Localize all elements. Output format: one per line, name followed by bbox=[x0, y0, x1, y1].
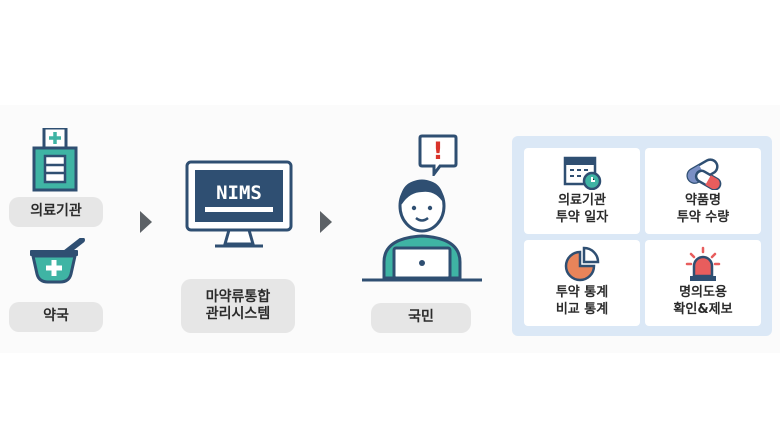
person-laptop-icon bbox=[362, 179, 482, 282]
mortar-pestle-icon bbox=[30, 238, 85, 284]
citizen-label: 국민 bbox=[371, 303, 471, 333]
calendar-clock-icon bbox=[563, 156, 602, 190]
pie-chart-icon bbox=[564, 246, 600, 282]
pharmacy-label: 약국 bbox=[9, 302, 103, 332]
alert-symbol: ! bbox=[432, 137, 444, 165]
flow-arrow-1 bbox=[140, 211, 152, 233]
hospital-icon bbox=[32, 128, 78, 192]
flow-arrow-2 bbox=[320, 211, 332, 233]
monitor-icon bbox=[185, 160, 293, 248]
monitor-screen-title: NIMS bbox=[216, 182, 262, 204]
siren-icon bbox=[685, 246, 721, 281]
speech-bubble-icon bbox=[418, 134, 458, 176]
capsule-icon bbox=[686, 158, 722, 190]
hospital-label: 의료기관 bbox=[9, 197, 103, 227]
system-label: 마약류통합 관리시스템 bbox=[181, 279, 295, 333]
